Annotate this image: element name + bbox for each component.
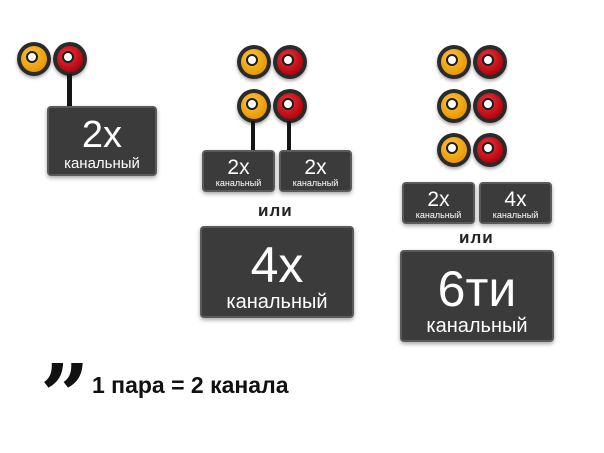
rca-jack-yellow-icon [17, 42, 51, 76]
channel-box-small: 2x канальный [202, 150, 275, 192]
channel-word: канальный [64, 155, 140, 172]
rca-jack-red-icon [273, 45, 307, 79]
or-label: или [258, 201, 293, 220]
channel-box-small: 2x канальный [279, 150, 352, 192]
channel-count: 4x [250, 237, 304, 293]
rca-jack-red-icon [273, 89, 307, 123]
rca-jack-red-icon [473, 133, 507, 167]
channel-word: канальный [415, 210, 462, 220]
channel-count: 2x [304, 156, 327, 179]
channel-count: 6ти [437, 261, 517, 317]
channel-word: канальный [292, 178, 339, 188]
connector-wire [67, 74, 72, 106]
rca-jack-yellow-icon [437, 89, 471, 123]
channel-word: канальный [492, 210, 539, 220]
channel-box-2x: 2x канальный [47, 106, 157, 176]
rca-jack-red-icon [53, 42, 87, 76]
channel-word: канальный [215, 178, 262, 188]
channel-box-small: 4x канальный [479, 182, 552, 224]
connector-wire [251, 121, 255, 151]
channel-count: 2x [427, 188, 450, 211]
rca-jack-yellow-icon [237, 45, 271, 79]
legend-text: 1 пара = 2 канала [92, 372, 289, 398]
channel-word: канальный [426, 315, 528, 337]
rca-jack-red-icon [473, 45, 507, 79]
channel-count: 4x [504, 188, 527, 211]
channel-box-small: 2x канальный [402, 182, 475, 224]
rca-jack-yellow-icon [237, 89, 271, 123]
rca-jack-yellow-icon [437, 133, 471, 167]
channel-box-6x: 6ти канальный [400, 250, 554, 342]
channel-box-4x: 4x канальный [200, 226, 354, 318]
rca-jack-red-icon [473, 89, 507, 123]
channel-word: канальный [226, 291, 328, 313]
channel-count: 2x [227, 156, 250, 179]
or-label: или [459, 228, 494, 247]
quote-mark-icon: ” [40, 346, 90, 447]
rca-jack-yellow-icon [437, 45, 471, 79]
connector-wire [287, 121, 291, 151]
channel-count: 2x [81, 114, 123, 156]
